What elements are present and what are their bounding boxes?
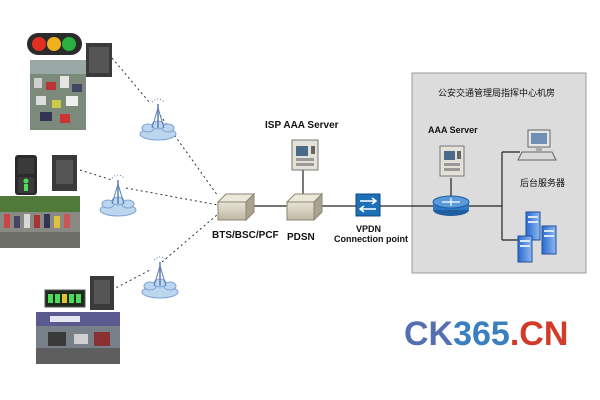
server-icon	[517, 235, 533, 263]
server-icon	[541, 225, 557, 255]
watermark-dot: .	[510, 315, 519, 353]
center-aaa-label: AAA Server	[428, 125, 478, 135]
bts-label: BTS/BSC/PCF	[212, 230, 279, 241]
switch-icon	[355, 193, 381, 217]
cell-tower-icon	[99, 174, 137, 217]
pdsn-box-icon	[285, 192, 324, 222]
center-title: 公安交通管理局指挥中心机房	[438, 87, 555, 99]
backend-label: 后台服务器	[520, 177, 565, 189]
traffic-light-icon	[27, 33, 82, 55]
street-photo-3	[36, 312, 120, 364]
bts-bsc-pcf-box-icon	[216, 192, 256, 222]
cell-tower-icon	[141, 256, 179, 299]
street-photo-2	[0, 196, 80, 248]
watermark-365: 365	[453, 315, 510, 353]
pdsn-label: PDSN	[287, 232, 315, 243]
signal-controller-icon	[86, 43, 112, 77]
watermark-logo: CK365.CN	[404, 315, 568, 353]
isp-aaa-label: ISP AAA Server	[265, 120, 339, 131]
wireless-links	[79, 57, 219, 291]
vpdn-connection-label: Connection point	[334, 234, 408, 244]
watermark-cn: CN	[519, 315, 568, 353]
server-icon	[439, 145, 465, 177]
signal-controller-icon	[90, 276, 114, 310]
pedestrian-signal-icon	[15, 155, 37, 195]
router-icon	[432, 195, 470, 216]
network-links	[250, 151, 522, 241]
led-sign-icon	[44, 289, 86, 308]
vpdn-label: VPDN	[356, 224, 381, 234]
command-center-room	[411, 72, 587, 274]
server-icon	[525, 211, 541, 241]
computer-icon	[517, 129, 557, 161]
watermark-ck: CK	[404, 315, 454, 353]
cell-tower-icon	[139, 98, 177, 141]
road-photo-1	[30, 60, 86, 130]
signal-controller-icon	[52, 155, 77, 191]
server-icon	[291, 139, 319, 171]
